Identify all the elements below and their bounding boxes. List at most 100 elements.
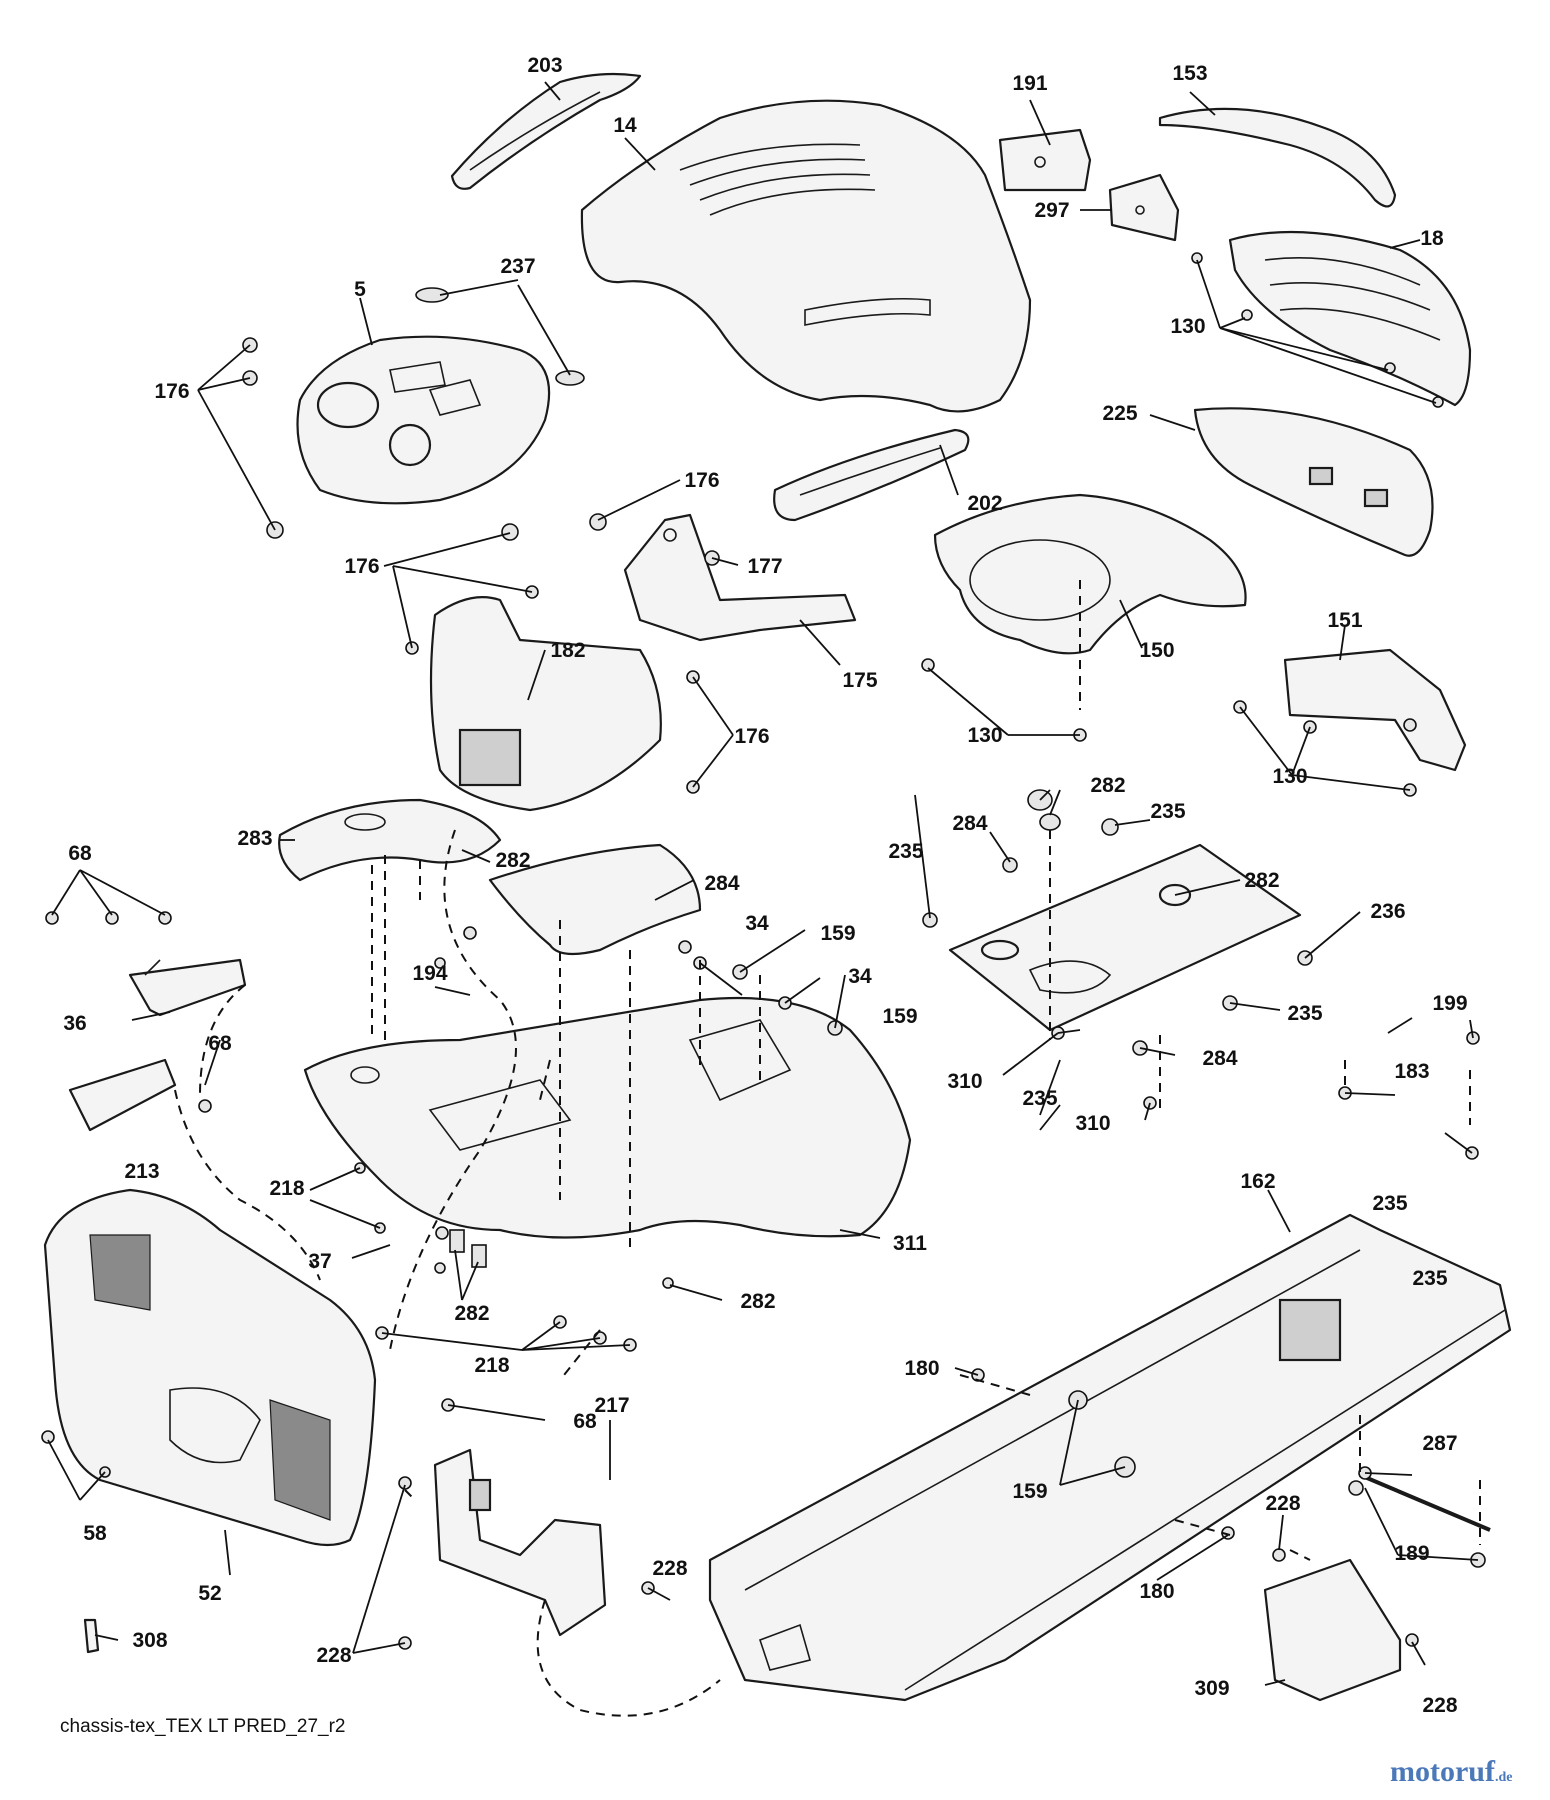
callout-153: 153 bbox=[1172, 62, 1207, 85]
callout-283: 283 bbox=[237, 827, 272, 850]
callout-213: 199 bbox=[1432, 992, 1467, 1015]
watermark-text: motoruf bbox=[1390, 1755, 1495, 1788]
callout-194-c: 159 bbox=[1012, 1480, 1047, 1503]
part-58-bracket bbox=[433, 1448, 607, 1637]
callout-282-c: 282 bbox=[740, 1290, 775, 1313]
callout-194-b: 159 bbox=[882, 1005, 917, 1028]
callout-183-b: 310 bbox=[1075, 1112, 1110, 1135]
callout-310: 36 bbox=[63, 1012, 86, 1035]
callout-183-a: 310 bbox=[947, 1070, 982, 1093]
callout-308: 58 bbox=[83, 1522, 107, 1545]
part-153-trim bbox=[1158, 107, 1397, 208]
callout-189-b: 228 bbox=[652, 1557, 687, 1580]
callout-68-c: 235 bbox=[1287, 1002, 1322, 1025]
callout-5: 5 bbox=[354, 278, 366, 301]
callout-176-a: 176 bbox=[154, 380, 189, 403]
callout-68-d: 235 bbox=[1022, 1087, 1057, 1110]
callout-180: 162 bbox=[1240, 1170, 1275, 1193]
part-34-plate bbox=[948, 789, 1302, 1032]
callout-159-b: 68 bbox=[208, 1032, 232, 1055]
part-191-block bbox=[998, 128, 1092, 192]
assembly-lines bbox=[174, 580, 1481, 1717]
part-14-hood bbox=[580, 99, 1032, 413]
diagram-caption: chassis-tex_TEX LT PRED_27_r2 bbox=[60, 1716, 346, 1737]
callout-162-a: 218 bbox=[269, 1177, 304, 1200]
part-202-vent bbox=[773, 428, 970, 522]
callout-309: 52 bbox=[198, 1582, 221, 1605]
callout-228-b: 180 bbox=[1139, 1580, 1174, 1603]
part-283-panel bbox=[278, 798, 502, 882]
callout-159-c: 68 bbox=[573, 1410, 597, 1433]
callout-189-c: 228 bbox=[316, 1644, 351, 1667]
part-310-bracket bbox=[128, 958, 247, 1017]
callout-68-e: 235 bbox=[1372, 1192, 1407, 1215]
part-150-housing bbox=[933, 493, 1247, 655]
part-203-grille bbox=[450, 72, 642, 190]
callout-182: 182 bbox=[550, 639, 585, 662]
callout-225: 225 bbox=[1102, 402, 1137, 425]
callout-297: 297 bbox=[1034, 199, 1069, 222]
part-151-bracket bbox=[1283, 648, 1467, 772]
callout-52: 189 bbox=[1394, 1542, 1429, 1565]
callouts: 203 14 191 153 297 18 237 5 130 176 225 … bbox=[63, 54, 1467, 1717]
part-237-plug-b bbox=[555, 370, 585, 386]
callout-58: 217 bbox=[594, 1394, 629, 1417]
callout-175: 175 bbox=[842, 669, 877, 692]
part-180-frame bbox=[708, 1213, 1512, 1702]
part-18-grille bbox=[1228, 230, 1472, 407]
callout-287: 37 bbox=[308, 1250, 331, 1273]
callout-311: 213 bbox=[124, 1160, 159, 1183]
callout-34: 236 bbox=[1370, 900, 1405, 923]
callout-202: 202 bbox=[967, 492, 1002, 515]
callout-217: 287 bbox=[1422, 1432, 1457, 1455]
watermark-logo: motoruf.de bbox=[1390, 1755, 1512, 1789]
callout-162-b: 218 bbox=[474, 1354, 509, 1377]
callout-235-b: 282 bbox=[1244, 869, 1279, 892]
part-152-plate bbox=[1263, 1558, 1402, 1702]
part-284-panel bbox=[488, 843, 702, 956]
callout-236-b: 284 bbox=[1202, 1047, 1237, 1070]
callout-37: 311 bbox=[893, 1232, 927, 1255]
callout-18: 18 bbox=[1420, 227, 1444, 250]
part-177-bracket bbox=[623, 513, 857, 642]
callout-237: 237 bbox=[500, 255, 535, 278]
callout-189-d: 228 bbox=[1422, 1694, 1457, 1717]
callout-176-b: 176 bbox=[684, 469, 719, 492]
callout-130-b: 130 bbox=[967, 724, 1002, 747]
part-5-dash bbox=[296, 335, 551, 505]
callout-191: 191 bbox=[1012, 72, 1047, 95]
callout-36-a: 34 bbox=[745, 912, 769, 935]
callout-151: 151 bbox=[1327, 609, 1362, 632]
callout-189-a: 228 bbox=[1265, 1492, 1300, 1515]
part-311-bracket bbox=[68, 1058, 177, 1132]
callout-68-f: 235 bbox=[1412, 1267, 1447, 1290]
callout-68-a: 235 bbox=[1150, 800, 1185, 823]
callout-282-b: 282 bbox=[454, 1302, 489, 1325]
part-319-clip bbox=[83, 1618, 100, 1654]
callout-68-b: 235 bbox=[888, 840, 923, 863]
callout-228-a: 180 bbox=[904, 1357, 939, 1380]
callout-159-a: 68 bbox=[68, 842, 92, 865]
callout-152: 309 bbox=[1194, 1677, 1229, 1700]
callout-199: 194 bbox=[412, 962, 447, 985]
callout-282-a: 282 bbox=[495, 849, 530, 872]
callout-177: 177 bbox=[747, 555, 782, 578]
callout-319: 308 bbox=[132, 1629, 167, 1652]
callout-284: 284 bbox=[704, 872, 739, 895]
part-217-rod bbox=[1359, 1473, 1491, 1532]
hardware bbox=[41, 252, 1486, 1650]
part-297-block bbox=[1108, 173, 1180, 242]
part-237-plug-a bbox=[415, 287, 449, 303]
part-182-pod bbox=[429, 596, 662, 812]
callout-14: 14 bbox=[613, 114, 637, 137]
callout-203: 203 bbox=[527, 54, 562, 77]
callout-36-b: 34 bbox=[848, 965, 872, 988]
callout-218: 183 bbox=[1394, 1060, 1429, 1083]
callout-236-a: 284 bbox=[952, 812, 987, 835]
callout-130-a: 130 bbox=[1170, 315, 1205, 338]
part-225-bumper bbox=[1193, 407, 1434, 557]
callout-150: 150 bbox=[1139, 639, 1174, 662]
callout-194-a: 159 bbox=[820, 922, 855, 945]
leader-lines bbox=[47, 81, 1479, 1686]
